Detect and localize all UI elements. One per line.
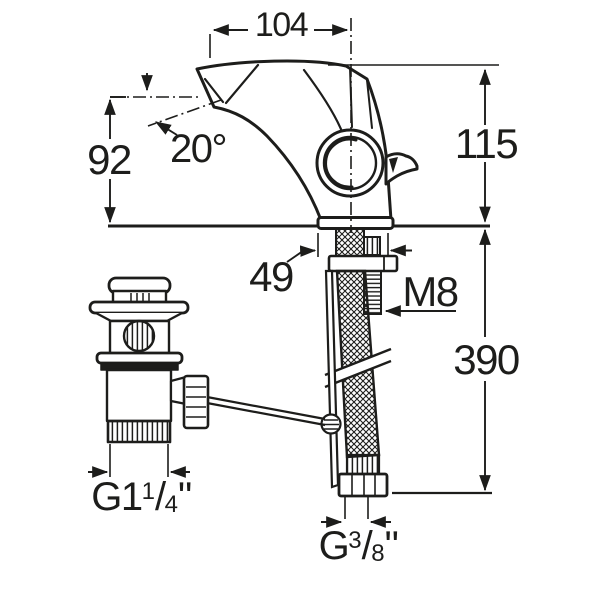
waste-lower-body — [105, 368, 173, 423]
dim-label-stream-angle: 20° — [170, 127, 228, 171]
waste-thread-section — [106, 419, 172, 444]
dim-label-outlet-height: 92 — [87, 136, 132, 183]
dim-label-height-above-deck: 115 — [454, 120, 519, 167]
dimension-lines — [88, 24, 499, 528]
dim-label-below-deck-length: 390 — [453, 336, 520, 383]
side-lever — [384, 152, 419, 186]
dim-label-waste-thread: G11/4" — [91, 475, 192, 519]
stream-angle-axis — [147, 99, 222, 127]
linkage-rod — [206, 395, 326, 427]
supply-hoses-and-stud — [206, 228, 399, 498]
dim-label-base-depth: 49 — [249, 253, 294, 300]
mounting-bracket — [327, 254, 399, 273]
shank-thread — [363, 236, 381, 256]
overflow-hole — [122, 319, 156, 353]
aerator — [203, 63, 260, 105]
dim-label-supply-thread: G3/8" — [318, 524, 399, 568]
pop-up-waste — [88, 276, 210, 444]
supply-nut — [337, 472, 389, 498]
waste-mid-flange — [95, 351, 184, 365]
dim-label-stud-thread: M8 — [402, 268, 459, 315]
dim-label-spout-reach: 104 — [254, 6, 309, 44]
faucet-body — [195, 59, 419, 230]
base-foot — [316, 216, 395, 230]
waste-coupling-nut — [182, 374, 210, 430]
hose-ferrule — [345, 453, 381, 477]
waste-top-flange — [88, 300, 190, 315]
